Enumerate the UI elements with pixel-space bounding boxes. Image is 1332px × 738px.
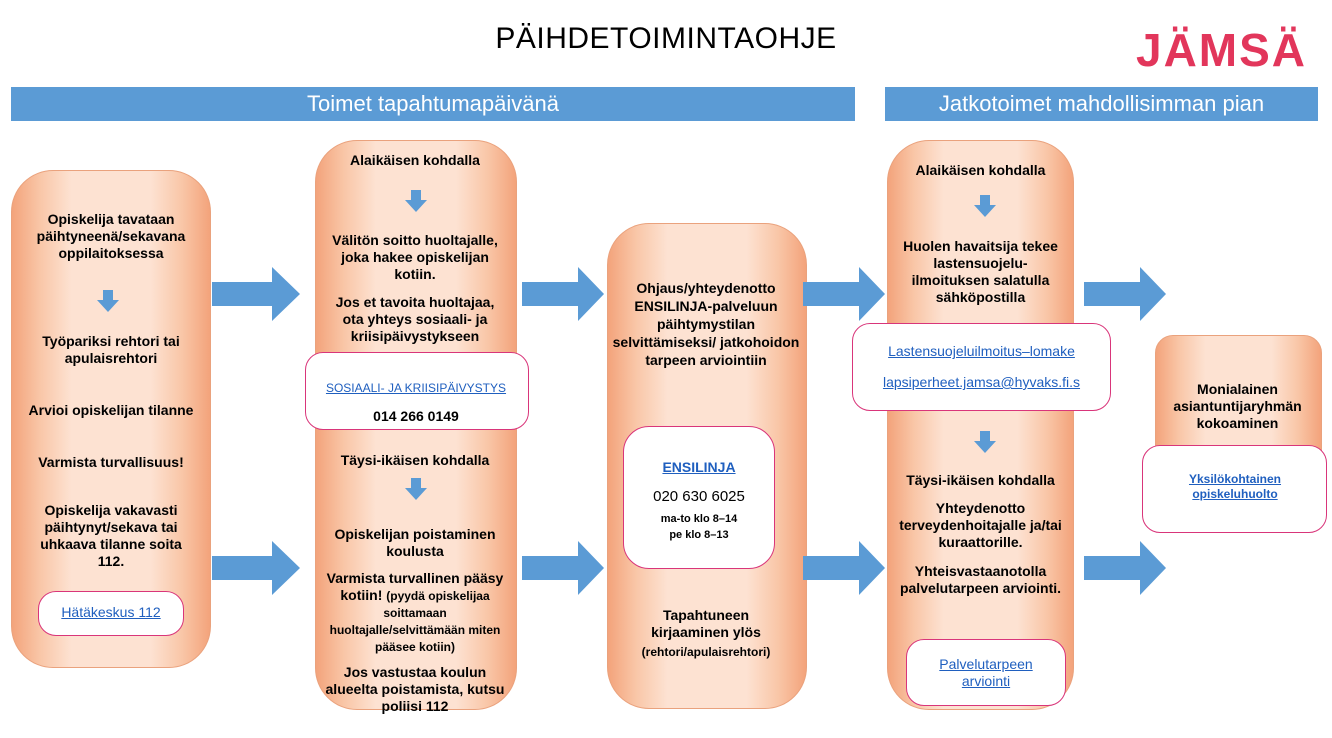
- col1-assess-text: Arvioi opiskelijan tilanne: [28, 402, 194, 418]
- col4-minor-heading: Alaikäisen kohdalla: [915, 162, 1046, 178]
- box-student-encounter: [11, 170, 211, 668]
- child-protection-form-link[interactable]: Lastensuojeluilmoitus–lomake: [888, 343, 1075, 359]
- col4-report-text: Huolen havaitsija tekee lastensuojelu-il…: [903, 238, 1058, 305]
- col2-safe-home-bold: Varmista turvallinen pääsy kotiin!: [326, 570, 504, 603]
- arrow-right-icon: [212, 267, 300, 321]
- individual-care-link[interactable]: Yksilökohtainen opiskeluhuolto: [1188, 472, 1282, 501]
- individual-care-box: [1142, 445, 1327, 533]
- col4-adult-heading: Täysi-ikäisen kohdalla: [906, 472, 1055, 488]
- col4-contact-text: Yhteydenotto terveydenhoitajalle ja/tai …: [899, 500, 1062, 550]
- col1-encounter-text: Opiskelija tavataan päihtyneenä/sekavana…: [36, 211, 186, 261]
- col3-record-text: Tapahtuneen kirjaaminen ylös: [651, 607, 761, 640]
- col5-expert-group-text: Monialainen asiantuntijaryhmän kokoamine…: [1173, 381, 1302, 431]
- col2-adult-heading: Täysi-ikäisen kohdalla: [340, 452, 490, 468]
- col2-remove-text: Opiskelijan poistaminen koulusta: [334, 526, 496, 559]
- col2-no-guardian-text: Jos et tavoita huoltajaa, ota yhteys sos…: [335, 294, 495, 344]
- band-same-day: Toimet tapahtumapäivänä: [11, 87, 855, 121]
- ensilinja-hours-friday: pe klo 8–13: [669, 529, 729, 541]
- down-arrow-icon: [974, 195, 996, 217]
- col4-joint-reception-text: Yhteisvastaanotolla palvelutarpeen arvio…: [899, 563, 1062, 596]
- band-follow-up: Jatkotoimet mahdollisimman pian: [885, 87, 1318, 121]
- down-arrow-icon: [405, 478, 427, 500]
- col2-call-guardian-text: Välitön soitto huoltajalle, joka hakee o…: [332, 232, 498, 282]
- arrow-right-icon: [1084, 541, 1166, 595]
- crisis-service-box: [305, 352, 529, 430]
- down-arrow-icon: [97, 290, 119, 312]
- child-protection-email-link[interactable]: lapsiperheet.jamsa@hyvaks.fi.s: [882, 374, 1081, 390]
- ensilinja-phone: 020 630 6025: [653, 488, 745, 505]
- service-need-box: [906, 639, 1066, 706]
- arrow-right-icon: [522, 267, 604, 321]
- box-follow-up-actions: [887, 140, 1074, 710]
- arrow-right-icon: [212, 541, 300, 595]
- jamsa-logo: JÄMSÄ: [1136, 24, 1307, 72]
- col2-police-text: Jos vastustaa koulun alueelta poistamist…: [325, 664, 505, 714]
- col3-guidance-text: Ohjaus/yhteydenotto ENSILINJA-palveluun …: [612, 280, 800, 368]
- svg-text:JÄMSÄ: JÄMSÄ: [1136, 24, 1307, 72]
- arrow-right-icon: [1084, 267, 1166, 321]
- ensilinja-link[interactable]: ENSILINJA: [662, 459, 736, 475]
- col2-safe-home-text: Varmista turvallinen pääsy kotiin! (pyyd…: [323, 570, 507, 655]
- emergency-link-box: [38, 591, 184, 636]
- down-arrow-icon: [974, 431, 996, 453]
- col2-safe-home-note: (pyydä opiskelijaa soittamaan huoltajall…: [329, 589, 501, 654]
- ensilinja-hours-weekday: ma-to klo 8–14: [660, 513, 738, 525]
- col2-minor-heading: Alaikäisen kohdalla: [350, 152, 480, 168]
- page-title: PÄIHDETOIMINTAOHJE: [495, 22, 837, 55]
- col3-record-by: (rehtori/apulaisrehtori): [641, 645, 771, 659]
- arrow-right-icon: [803, 541, 885, 595]
- col1-pair-text: Työpariksi rehtori tai apulaisrehtori: [42, 333, 180, 366]
- col1-emergency-text: Opiskelija vakavasti päihtynyt/sekava ta…: [40, 502, 182, 569]
- down-arrow-icon: [405, 190, 427, 212]
- arrow-right-icon: [803, 267, 885, 321]
- crisis-service-phone: 014 266 0149: [373, 408, 459, 424]
- col1-safety-text: Varmista turvallisuus!: [38, 454, 184, 470]
- service-need-link[interactable]: Palvelutarpeen arviointi: [939, 656, 1033, 689]
- ensilinja-box: [623, 426, 775, 569]
- crisis-service-link[interactable]: SOSIAALI- JA KRIISIPÄIVYSTYS: [325, 381, 507, 395]
- arrow-right-icon: [522, 541, 604, 595]
- child-protection-box: [852, 323, 1111, 411]
- emergency-center-link[interactable]: Hätäkeskus 112: [61, 604, 161, 620]
